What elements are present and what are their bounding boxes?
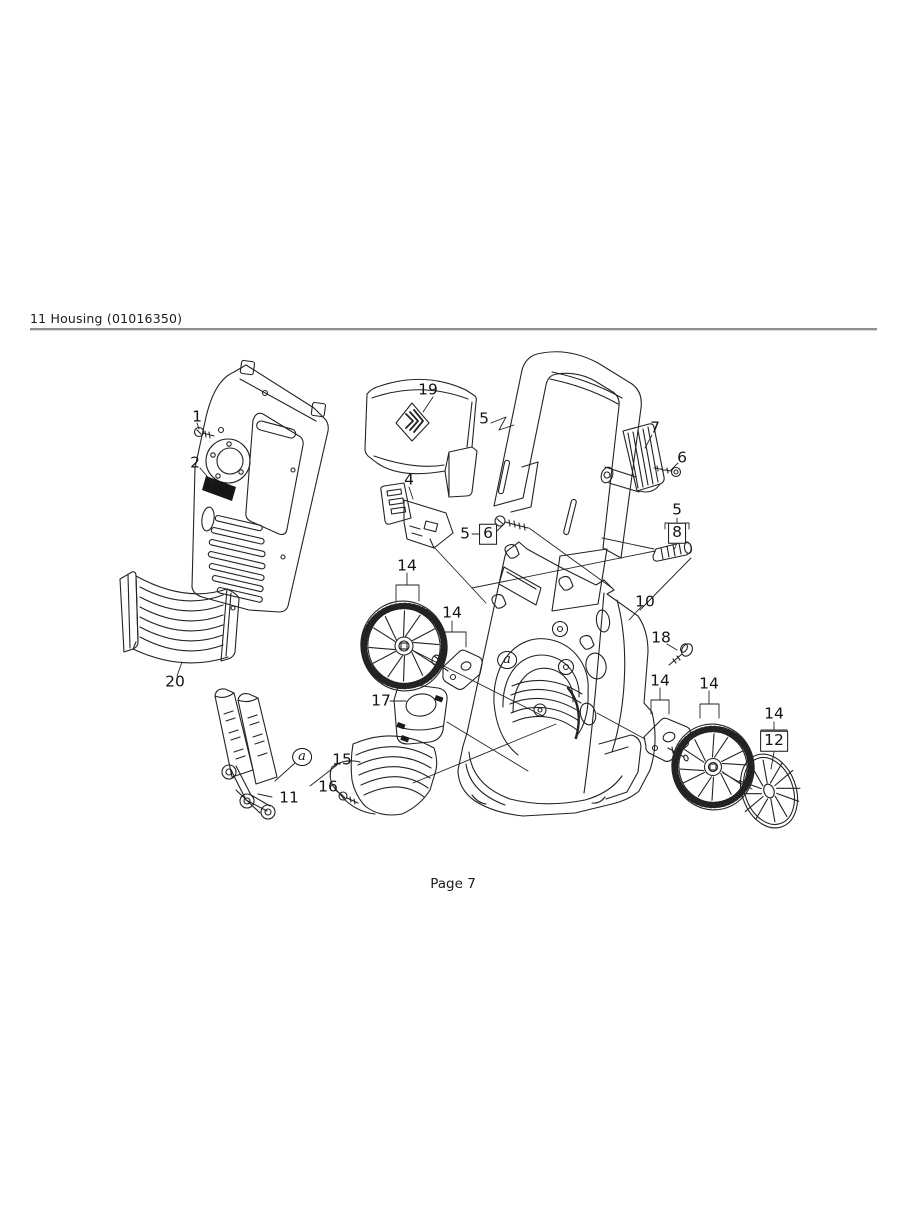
header-rule [30,328,877,331]
bracket-4 [380,482,454,549]
vent-cover-20 [119,571,240,664]
shield-bracket-17 [393,683,448,745]
brand-badge [202,476,236,501]
cable-hook-7 [600,423,665,493]
screw-1 [193,426,215,439]
handle-5 [493,351,642,612]
bolt-18 [668,643,693,666]
screw-16 [338,791,359,805]
screw-5-6 [494,515,529,531]
wheel-left [360,600,448,692]
front-housing-panel [191,359,329,613]
frame-bracket-11 [214,688,278,820]
leader-lines [176,396,788,798]
axle-cap-left [431,649,483,691]
page-number: Page 7 [430,876,476,892]
screw-6 [653,465,682,478]
main-body-10 [457,541,656,817]
vent-slats [207,514,266,603]
anchor-5-8 [652,541,693,562]
top-cover-19 [364,378,478,498]
hub-cap-12 [737,753,801,829]
page-title: 11 Housing (01016350) [30,311,183,326]
ribbed-shell-15 [329,735,438,816]
brand-logo [395,402,430,442]
axle-cap-right [643,717,691,763]
mount-tabs [491,543,595,650]
